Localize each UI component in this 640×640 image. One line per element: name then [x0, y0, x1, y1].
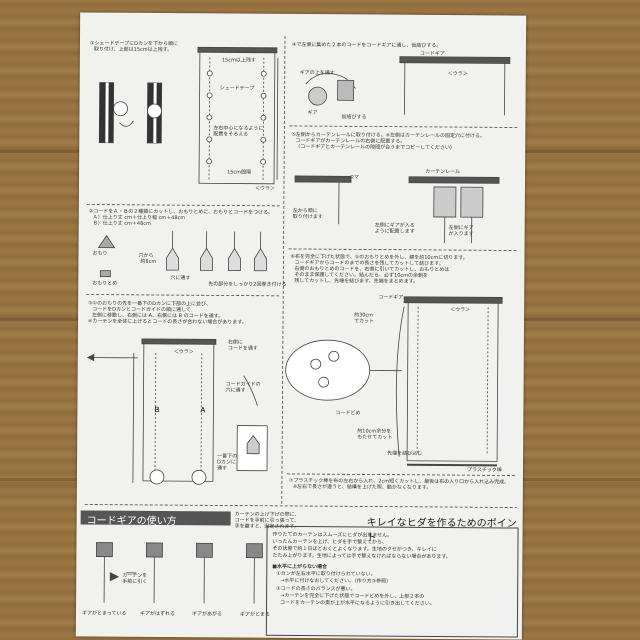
gear-usage-title: コードギアの使い方 — [86, 515, 177, 528]
step6-text: 残してカットし、先端を結びます。先端をまとめます。 — [294, 277, 419, 285]
diagram-label: ＜ウラ＞ — [447, 71, 468, 78]
diagram-label: おもり — [92, 250, 108, 257]
diagram-label: でカット — [354, 318, 375, 325]
diagram-label: シェードテープ — [219, 85, 255, 92]
gear-caption: ギアがとまっている — [81, 610, 127, 617]
diagram-label: ＜ウラ＞ — [173, 349, 194, 356]
step1-text: 取り付け、上部は15cm以上残す。 — [93, 46, 173, 54]
tips-text: 作りたてのカーテンはスムーズにヒダが出来ません。 — [272, 531, 393, 539]
step4-text: ④で左側に集めた２本のコードをコードギアに通し、仮結びする。 — [291, 41, 442, 49]
tips-text: その状態で約１日ほどおくとよくなります。生地のクセがつき、キレイに — [272, 545, 437, 553]
diagram-label: ＜ウラ＞ — [450, 307, 471, 314]
diagram-label: が入ります — [448, 231, 474, 238]
diagram-label: もたせてカット — [357, 434, 393, 441]
step3-text: ※カーテンを全体に上げるとコードの長さが合わない場合があります。 — [88, 318, 247, 326]
diagram-label: 先の部分をしっかり2回巻き付ける — [208, 281, 287, 288]
step2-text: Ｂ）仕上り丈 cm＋48cm — [92, 220, 151, 227]
diagram-label: コマ — [349, 174, 360, 181]
diagram-label: Ａ — [199, 406, 207, 415]
diagram-label: 配置をそろえる — [213, 131, 249, 138]
diagram-label: プラスチック棒 — [466, 467, 502, 474]
diagram-label: 穴に通す — [170, 275, 191, 282]
tips-text: たたみ上がります。生地によっては手で整えなければならない場合があります。 — [272, 552, 451, 561]
diagram-label: コードギア — [419, 50, 445, 57]
gear-caption: ギアがあがる — [191, 611, 223, 618]
diagram-label: ように配置します — [374, 228, 415, 235]
diagram-label: ギアの上を通す — [299, 69, 335, 77]
diagram-label: 取り付けます — [292, 213, 323, 221]
diagram-label: ギア — [307, 110, 318, 117]
diagram-label: 通す — [216, 465, 228, 472]
tips-heading: ②コードの長さのバランスが悪い。 — [276, 585, 356, 593]
diagram-label: 15cm以上残す — [221, 57, 256, 64]
tips-text: →カーテンを完全に下げた状態でコードどめを外し、上部２本の — [280, 592, 425, 600]
diagram-label: 約8cm — [140, 258, 157, 265]
step5-text: （コードギアとカーテンレールの隙間が合うまでコピーしてください） — [295, 143, 455, 152]
diagram-label: コードを通す — [227, 345, 258, 352]
diagram-label: 穴に通す — [225, 387, 246, 394]
tips-heading: ■水平に上がらない場合 — [272, 563, 328, 571]
diagram-label: ＜ウラ＞ — [254, 185, 275, 192]
tips-text: ①カンが左右水平に取り付けられていない。 — [276, 570, 376, 578]
diagram-label: 手前に引く — [122, 578, 148, 585]
tips-text: コードをカーテンの奥が上が水平になるように引き出してください。 — [280, 599, 435, 607]
diagram-label: Ｂ — [153, 405, 161, 415]
step7-text: ※左右で長さが違うと、結構を上げた際、動かなくなります。 — [292, 483, 432, 491]
gear-caption: ギアがはずれる — [139, 610, 176, 618]
instruction-sheet: ①シェードテープにDカンを下から順に 取り付け、上部は15cm以上残す。 15c… — [75, 12, 527, 640]
diagram-drawings — [84, 35, 520, 604]
diagram-label: コードどめ — [335, 410, 361, 417]
diagram-label: コードギア — [378, 294, 404, 301]
gear-usage-banner: コードギアの使い方 — [80, 510, 231, 528]
tips-text: →水平に付けなおしてください。（作り方③参照） — [280, 577, 392, 585]
tips-text: いったんカーテンを上げ、ヒダを手で整えてから、 — [272, 538, 387, 546]
diagram-label: カーテンレール — [425, 168, 461, 176]
diagram-label: おもりとめ — [92, 280, 118, 287]
diagram-label: 15cm間隔 — [227, 169, 252, 176]
diagram-label: 仮結びする — [341, 114, 367, 121]
diagram-label: 先端を結び込む — [387, 450, 423, 457]
